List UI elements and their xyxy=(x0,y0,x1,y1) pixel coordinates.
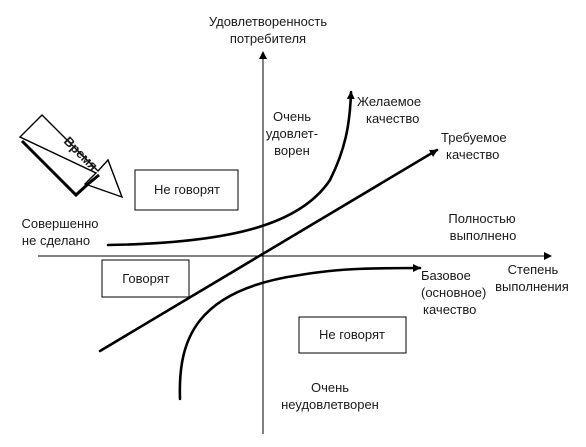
very-satisfied-label-line2: удовлет- xyxy=(266,126,318,141)
desired-quality-label-line1: Желаемое xyxy=(357,94,421,109)
desired-quality-label-line2: качество xyxy=(366,111,419,126)
basic-quality-label-line1: Базовое xyxy=(421,268,471,283)
box-not-spoken-bottom: Не говорят xyxy=(298,316,407,354)
basic-quality-label-line2: (основное) xyxy=(421,285,486,300)
very-satisfied-label-line1: Очень xyxy=(273,109,311,124)
box-spoken: Говорят xyxy=(101,259,190,298)
box-not-spoken-top: Не говорят xyxy=(134,169,239,211)
basic-quality-label-line3: качество xyxy=(423,302,476,317)
not-done-label-line1: Совершенно xyxy=(21,216,98,231)
box-not-spoken-bottom-label: Не говорят xyxy=(319,327,385,342)
y-axis-label-line1: Удовлетворенность xyxy=(209,14,327,29)
y-axis-label-line2: потребителя xyxy=(230,31,306,46)
required-quality-line xyxy=(98,148,439,353)
desired-quality-curve xyxy=(106,90,355,247)
very-dissatisfied-label-line1: Очень xyxy=(311,380,349,395)
x-axis-label-line2: выполнения xyxy=(495,279,569,294)
basic-quality-curve xyxy=(178,264,422,401)
fully-done-label-line1: Полностью xyxy=(448,211,516,226)
required-quality-label-line2: качество xyxy=(446,147,499,162)
not-done-label-line2: не сделано xyxy=(22,233,90,248)
box-spoken-label: Говорят xyxy=(122,271,170,286)
x-axis-label-line1: Степень xyxy=(508,262,559,277)
fully-done-label-line2: выполнено xyxy=(450,228,517,243)
time-arrow-icon xyxy=(18,114,124,199)
box-not-spoken-top-label: Не говорят xyxy=(154,182,220,197)
very-dissatisfied-label-line2: неудовлетворен xyxy=(281,397,379,412)
required-quality-label-line1: Требуемое xyxy=(441,130,507,145)
very-satisfied-label-line3: ворен xyxy=(274,143,310,158)
